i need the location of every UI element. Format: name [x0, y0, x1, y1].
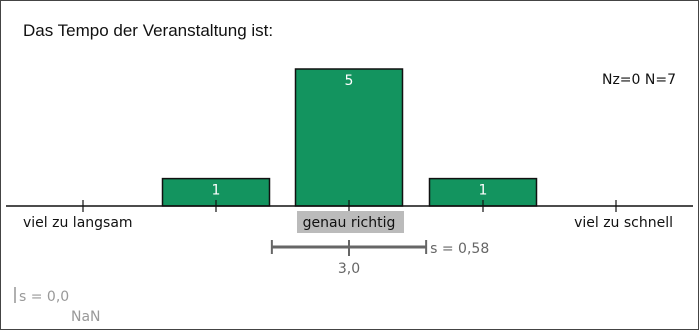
- bar-value-2: 5: [345, 73, 354, 89]
- bar-value-3: 1: [479, 183, 488, 199]
- counts-label: Nz=0 N=7: [602, 72, 676, 88]
- category-label-4: viel zu schnell: [574, 215, 673, 231]
- secondary-mean-label: NaN: [71, 309, 101, 325]
- category-label-2: genau richtig: [303, 215, 396, 231]
- chart-title: Das Tempo der Veranstaltung ist:: [23, 21, 273, 40]
- bar-2: [294, 68, 404, 207]
- bar-value-1: 1: [212, 183, 221, 199]
- bars: 1 5 1: [161, 68, 538, 207]
- ticks: [82, 200, 617, 212]
- category-labels: viel zu langsam genau richtig viel zu schn…: [23, 211, 673, 233]
- sd-label: s = 0,58: [430, 241, 489, 257]
- mean-label: 3,0: [338, 261, 360, 277]
- highlight-box: [297, 211, 404, 233]
- secondary-sd-label: s = 0,0: [19, 289, 69, 305]
- category-label-0: viel zu langsam: [23, 215, 133, 231]
